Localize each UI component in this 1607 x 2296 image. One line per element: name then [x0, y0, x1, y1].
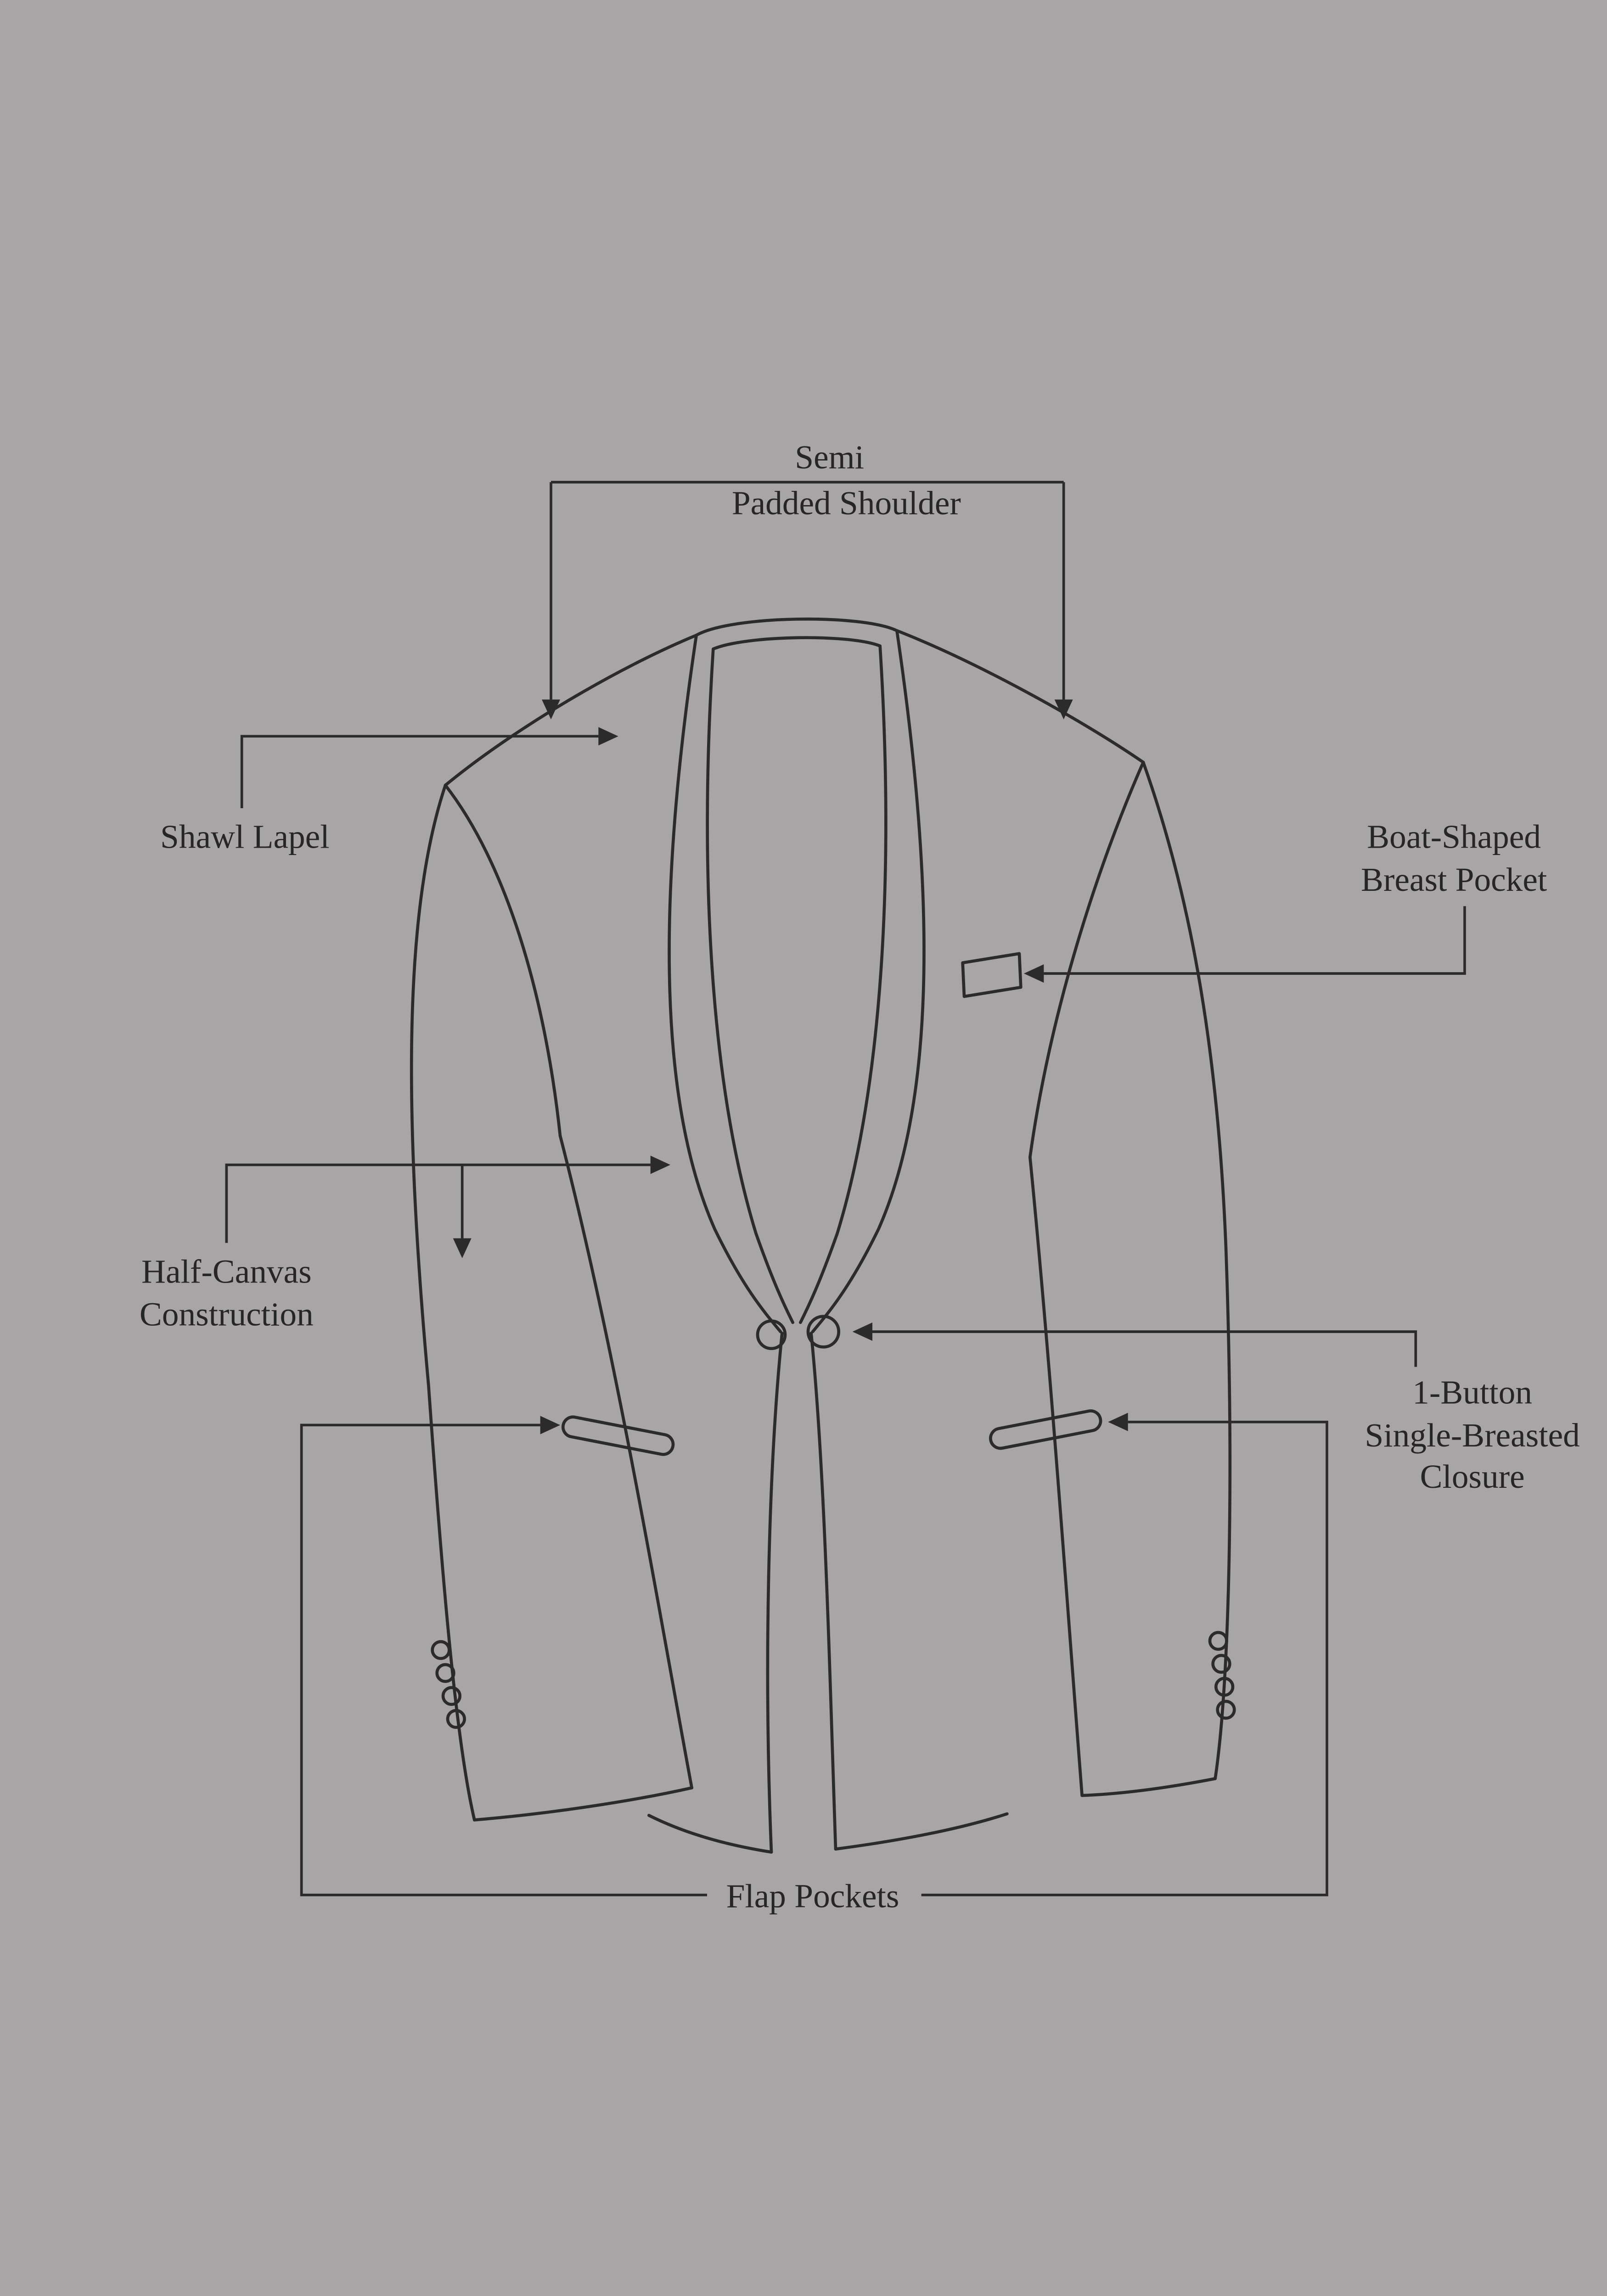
- left-shoulder-seam: [444, 634, 698, 787]
- annotation-flap-pockets: Flap Pockets: [300, 1412, 1328, 1914]
- label-padded-shoulder-line2: Padded Shoulder: [732, 484, 961, 522]
- left-lapel-outer-edge: [668, 634, 782, 1334]
- annotation-closure: 1-Button Single-Breasted Closure: [852, 1322, 1580, 1495]
- right-armhole-seam: [1028, 760, 1145, 1159]
- right-shoulder-seam: [895, 629, 1145, 764]
- annotation-breast-pocket: Boat-Shaped Breast Pocket: [1024, 818, 1547, 983]
- label-flap-pockets: Flap Pockets: [726, 1877, 899, 1914]
- right-lapel-outer-edge: [811, 629, 926, 1334]
- arrow-down-right-shoulder: [1054, 699, 1073, 720]
- collar-inner-seam: [712, 636, 882, 651]
- left-sleeve-buttons: [431, 1640, 466, 1729]
- label-closure-line3: Closure: [1420, 1458, 1525, 1495]
- arrow-down-left-shoulder: [542, 699, 560, 720]
- left-front-hem: [647, 1814, 773, 1854]
- collar-top-outline: [695, 617, 899, 637]
- left-sleeve-cuff: [473, 1786, 693, 1822]
- jacket-illustration: [410, 617, 1236, 1854]
- label-half-canvas-line1: Half-Canvas: [141, 1253, 312, 1290]
- label-breast-pocket-line1: Boat-Shaped: [1367, 818, 1541, 855]
- right-sleeve-cuff: [1080, 1777, 1217, 1797]
- breast-pocket-welt: [961, 952, 1023, 998]
- label-padded-shoulder-line1: Semi: [795, 439, 864, 476]
- left-lapel-roll-line: [706, 647, 794, 1324]
- left-sleeve-outer-edge: [410, 783, 476, 1822]
- annotation-padded-shoulder: Semi Padded Shoulder: [542, 439, 1073, 720]
- right-lapel-roll-line: [799, 644, 888, 1324]
- right-sleeve-outer-edge: [1141, 760, 1232, 1780]
- left-front-edge: [766, 1332, 784, 1854]
- left-flap-pocket: [561, 1415, 675, 1456]
- annotation-half-canvas: Half-Canvas Construction: [140, 1155, 670, 1333]
- right-flap-pocket: [989, 1409, 1102, 1450]
- arrow-left-right-pocket: [1108, 1412, 1128, 1431]
- arrow-left-closure: [852, 1322, 872, 1341]
- arrow-down-canvas: [453, 1238, 472, 1258]
- left-sleeve-inner-edge: [558, 1134, 693, 1790]
- label-breast-pocket-line2: Breast Pocket: [1361, 861, 1547, 898]
- annotation-shawl-lapel: Shawl Lapel: [160, 727, 618, 855]
- label-closure-line1: 1-Button: [1412, 1374, 1532, 1411]
- arrow-right-canvas: [650, 1155, 670, 1174]
- arrow-right-lapel: [598, 727, 618, 746]
- left-armhole-seam: [444, 783, 562, 1137]
- front-button: [806, 1315, 841, 1349]
- right-sleeve-inner-edge: [1028, 1155, 1084, 1797]
- label-closure-line2: Single-Breasted: [1365, 1417, 1579, 1454]
- right-front-hem: [834, 1812, 1009, 1851]
- right-sleeve-buttons: [1208, 1631, 1236, 1720]
- front-buttonhole: [756, 1319, 787, 1351]
- label-half-canvas-line2: Construction: [140, 1296, 314, 1333]
- label-shawl-lapel: Shawl Lapel: [160, 818, 330, 855]
- right-front-edge: [809, 1332, 837, 1851]
- arrow-left-breast-pocket: [1024, 964, 1044, 983]
- arrow-right-left-pocket: [540, 1416, 560, 1435]
